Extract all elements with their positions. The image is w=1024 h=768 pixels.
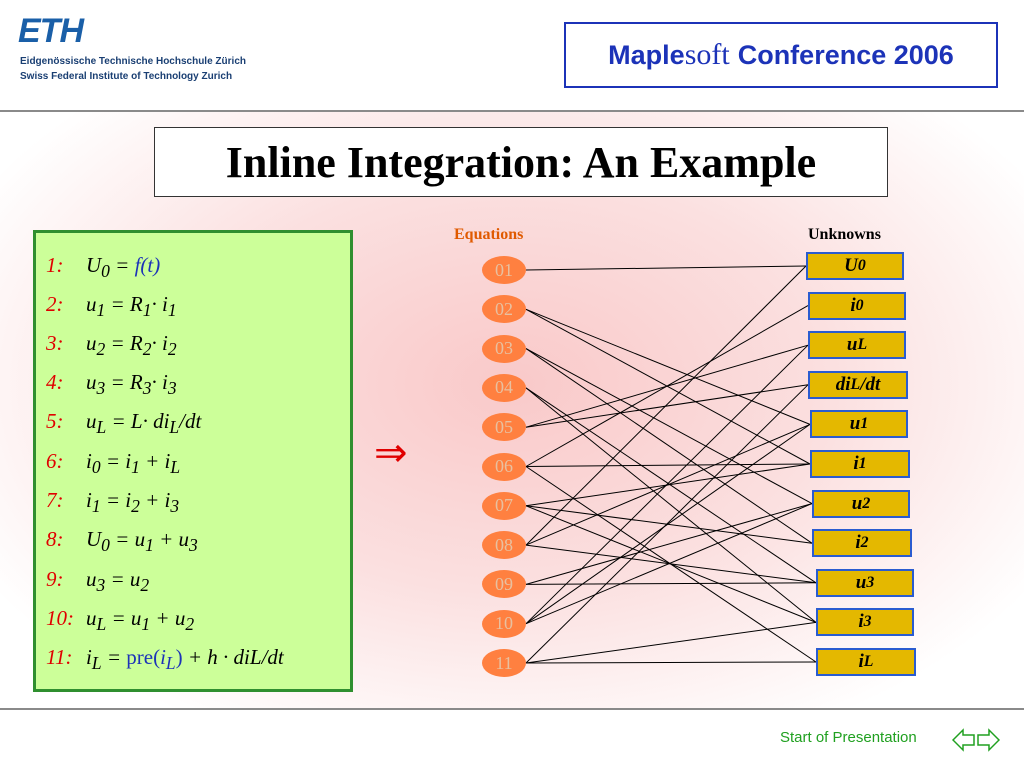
graph-edge — [525, 463, 811, 467]
equation-number: 8: — [46, 527, 64, 551]
equation-5: 5:uL = L· diL/dt — [46, 409, 202, 438]
equations-heading: Equations — [454, 226, 524, 243]
graph-edge — [525, 384, 809, 664]
soft-text: soft — [684, 38, 730, 71]
footer-divider — [0, 708, 1024, 710]
equation-node: 03 — [482, 334, 526, 363]
equation-6: 6:i0 = i1 + iL — [46, 449, 181, 478]
equation-node: 02 — [482, 295, 526, 324]
graph-edge — [525, 344, 809, 625]
equation-number: 6: — [46, 449, 64, 473]
graph-edge — [525, 621, 817, 664]
graph-edge — [525, 503, 813, 585]
eth-name-english: Swiss Federal Institute of Technology Zu… — [20, 71, 233, 82]
graph-edge — [525, 544, 817, 584]
start-of-presentation-link[interactable]: Start of Presentation — [780, 729, 917, 746]
graph-edge — [525, 661, 817, 664]
equation-7: 7:i1 = i2 + i3 — [46, 488, 180, 517]
graph-edge — [525, 582, 817, 585]
equation-node: 06 — [482, 452, 526, 481]
equation-8: 8:U0 = u1 + u3 — [46, 527, 198, 556]
equation-number: 3: — [46, 331, 64, 355]
graph-edge — [525, 305, 809, 467]
equation-number: 11: — [46, 645, 73, 669]
pre-operator: pre( — [126, 645, 161, 669]
graph-edge — [525, 348, 813, 544]
equation-node: 04 — [482, 373, 526, 402]
equation-rest: + h · diL/dt — [187, 645, 284, 669]
graph-edge — [525, 387, 817, 623]
graph-edge — [525, 308, 811, 465]
graph-edge — [525, 265, 807, 271]
nav-arrows — [952, 728, 1000, 752]
previous-arrow-icon[interactable] — [952, 728, 975, 752]
graph-edge — [525, 423, 811, 625]
equation-11: 11:iL = pre(iL) + h · diL/dt — [46, 645, 284, 674]
equation-number: 10: — [46, 606, 74, 630]
equation-1: 1:U0 = f(t) — [46, 253, 161, 282]
equations-box: 1:U0 = f(t) 2:u1 = R1· i1 3:u2 = R2· i2 … — [33, 230, 353, 692]
equation-node: 07 — [482, 491, 526, 520]
equation-number: 1: — [46, 253, 64, 277]
eth-logo: ETH — [18, 12, 84, 50]
graph-edge — [525, 505, 813, 544]
equation-number: 4: — [46, 370, 64, 394]
equation-number: 2: — [46, 292, 64, 316]
graph-edge — [525, 265, 807, 546]
maple-text: Maple — [608, 39, 685, 70]
eth-name-german: Eidgenössische Technische Hochschule Zür… — [20, 56, 246, 67]
graph-edge — [525, 308, 811, 425]
footer — [0, 710, 1024, 768]
unknowns-heading: Unknowns — [808, 226, 881, 243]
equation-3: 3:u2 = R2· i2 — [46, 331, 177, 360]
equation-node: 10 — [482, 609, 526, 638]
equation-number: 9: — [46, 567, 64, 591]
equation-node: 09 — [482, 570, 526, 599]
equation-node: 01 — [482, 256, 526, 284]
graph-edge — [525, 348, 813, 505]
graph-edge — [525, 387, 817, 584]
equation-node: 11 — [482, 649, 526, 677]
next-arrow-icon[interactable] — [977, 728, 1000, 752]
conference-text: Conference 2006 — [737, 39, 954, 70]
equation-node: 08 — [482, 531, 526, 560]
equation-node: 05 — [482, 413, 526, 442]
pre-close: ) — [175, 645, 183, 669]
equation-rhs: f(t) — [134, 253, 161, 277]
graph-edge — [525, 423, 811, 546]
implies-arrow: ⇒ — [374, 430, 408, 476]
equation-number: 5: — [46, 409, 64, 433]
equation-2: 2:u1 = R1· i1 — [46, 292, 177, 321]
equation-10: 10:uL = u1 + u2 — [46, 606, 195, 635]
equation-4: 4:u3 = R3· i3 — [46, 370, 177, 399]
graph-edge — [525, 503, 813, 625]
equation-9: 9:u3 = u2 — [46, 567, 150, 596]
header: ETH Eidgenössische Technische Hochschule… — [0, 0, 1024, 112]
slide-title: Inline Integration: An Example — [154, 127, 888, 197]
equation-number: 7: — [46, 488, 64, 512]
